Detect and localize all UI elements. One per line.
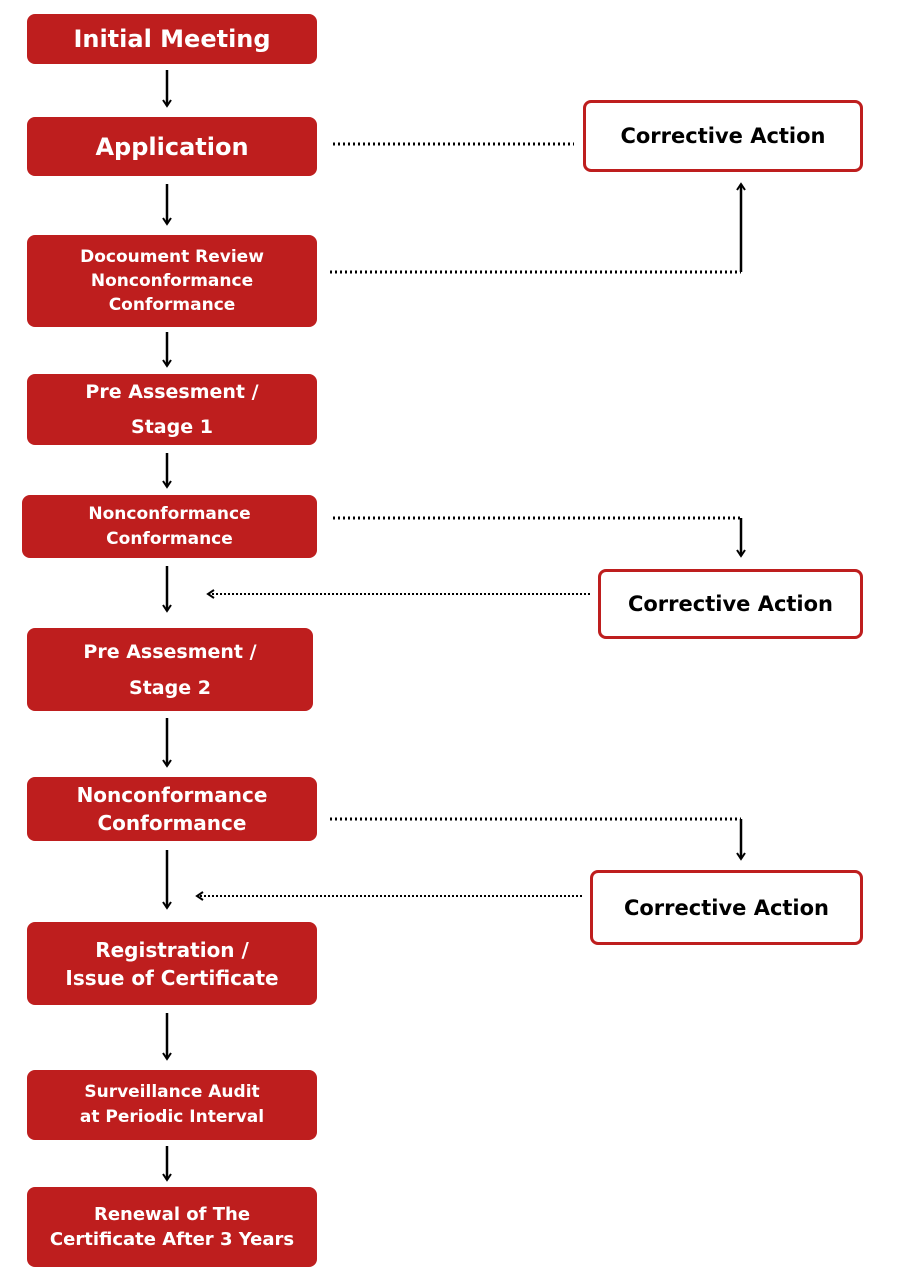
- step-application: Application: [27, 117, 317, 176]
- corrective-action-3: Corrective Action: [590, 870, 863, 945]
- step-renewal: Renewal of The Certificate After 3 Years: [27, 1187, 317, 1267]
- step-pre-assessment-stage-1: Pre Assesment / Stage 1: [27, 374, 317, 445]
- corrective-action-1: Corrective Action: [583, 100, 863, 172]
- step-nonconformance-2: Nonconformance Conformance: [27, 777, 317, 841]
- step-nonconformance-1: Nonconformance Conformance: [22, 495, 317, 558]
- step-surveillance-audit: Surveillance Audit at Periodic Interval: [27, 1070, 317, 1140]
- step-initial-meeting: Initial Meeting: [27, 14, 317, 64]
- step-document-review: Docoument Review Nonconformance Conforma…: [27, 235, 317, 327]
- step-registration: Registration / Issue of Certificate: [27, 922, 317, 1005]
- corrective-action-2: Corrective Action: [598, 569, 863, 639]
- step-pre-assessment-stage-2: Pre Assesment / Stage 2: [27, 628, 313, 711]
